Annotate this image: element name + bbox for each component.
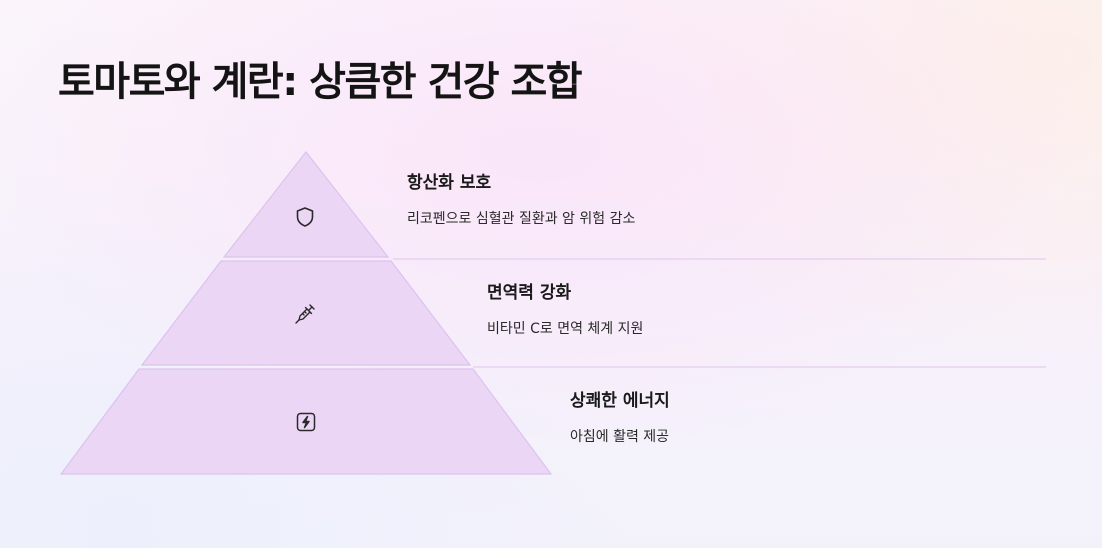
page-title: 토마토와 계란: 상큼한 건강 조합 [58, 59, 583, 105]
tier-2-description: 비타민 C로 면역 체계 지원 [487, 321, 644, 337]
tier-2-text: 면역력 강화 비타민 C로 면역 체계 지원 [487, 282, 643, 338]
tier-1-heading: 항산화 보호 [407, 173, 492, 193]
tier-2-heading: 면역력 강화 [487, 283, 572, 303]
tier-3-description: 아침에 활력 제공 [570, 429, 670, 445]
syringe-icon [292, 301, 318, 327]
tier-3-text: 상쾌한 에너지 아침에 활력 제공 [570, 390, 670, 446]
tier-1-shape [222, 151, 390, 258]
tier-1-text: 항산화 보호 리코펜으로 심혈관 질환과 암 위험 감소 [407, 172, 635, 228]
tier-3-heading: 상쾌한 에너지 [570, 391, 670, 411]
lightning-icon [293, 409, 319, 435]
shield-icon [292, 204, 318, 230]
tier-1-description: 리코펜으로 심혈관 질환과 암 위험 감소 [407, 211, 636, 227]
